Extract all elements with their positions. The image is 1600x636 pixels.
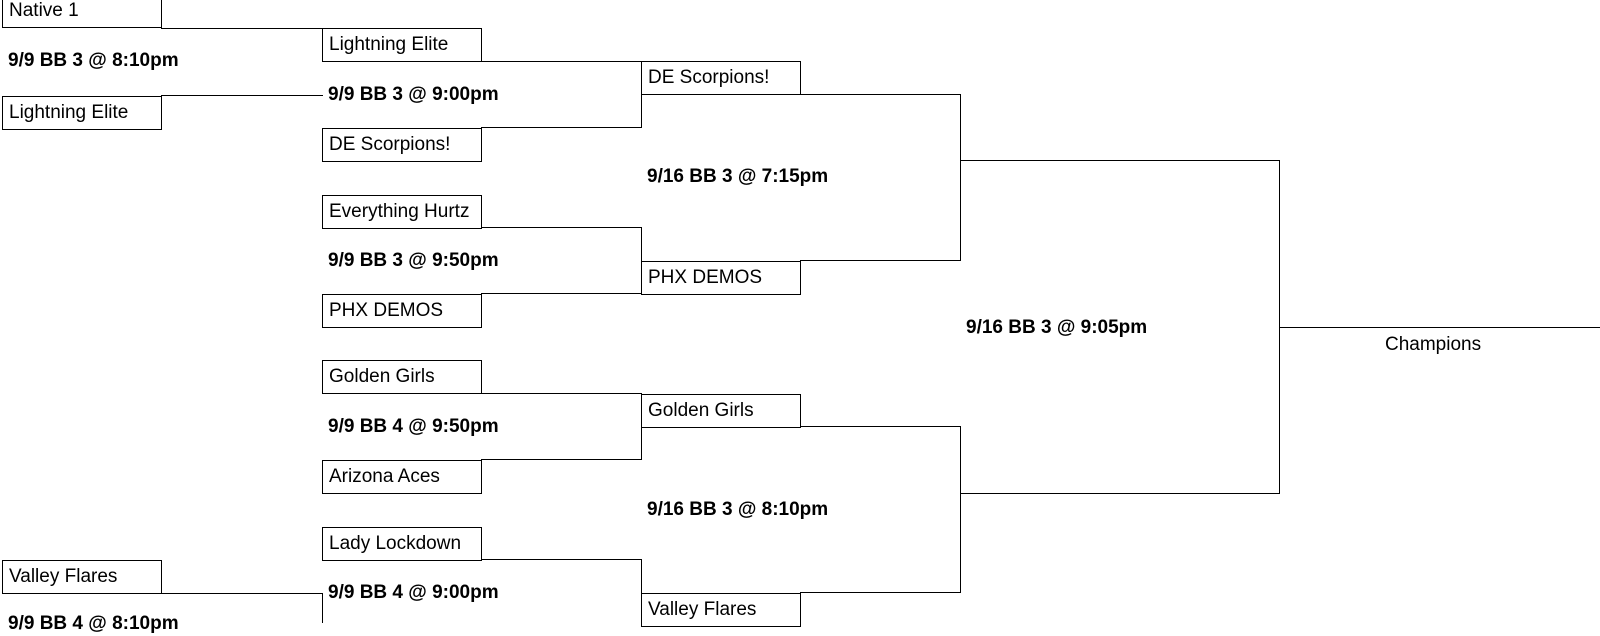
team-slot: PHX DEMOS [322, 294, 482, 328]
bracket-connector [481, 127, 642, 128]
bracket-connector [161, 0, 162, 29]
bracket-connector [481, 227, 642, 228]
team-slot: DE Scorpions! [641, 61, 801, 95]
bracket-connector [800, 426, 961, 427]
team-slot: Golden Girls [641, 394, 801, 428]
game-label: 9/9 BB 3 @ 8:10pm [8, 50, 179, 71]
team-slot: Lightning Elite [2, 96, 162, 130]
team-slot: Arizona Aces [322, 460, 482, 494]
game-label: 9/9 BB 3 @ 9:00pm [328, 84, 499, 105]
bracket-connector [960, 160, 1280, 161]
champion-line [1279, 327, 1600, 328]
team-slot: Lightning Elite [322, 28, 482, 62]
bracket-connector [161, 28, 323, 29]
team-slot: Valley Flares [2, 560, 162, 594]
bracket-connector [641, 227, 642, 294]
bracket-connector [960, 426, 961, 593]
team-slot: PHX DEMOS [641, 261, 801, 295]
champion-label: Champions [1385, 334, 1482, 355]
game-label: 9/16 BB 3 @ 8:10pm [647, 499, 829, 520]
bracket-connector [481, 293, 642, 294]
bracket-connector [481, 393, 642, 394]
team-slot: Everything Hurtz [322, 195, 482, 229]
bracket-connector [641, 559, 642, 623]
bracket-connector [481, 559, 642, 560]
team-slot: Valley Flares [641, 593, 801, 627]
team-slot: Lady Lockdown [322, 527, 482, 561]
bracket-connector [960, 94, 961, 261]
bracket-connector [800, 592, 961, 593]
bracket-connector [481, 459, 642, 460]
team-slot: Golden Girls [322, 360, 482, 394]
bracket-connector [161, 95, 323, 96]
team-slot: DE Scorpions! [322, 128, 482, 162]
bracket-connector [800, 260, 961, 261]
bracket-connector [161, 593, 323, 594]
bracket-connector [800, 94, 961, 95]
team-slot: Native 1 [2, 0, 162, 28]
final-game-label: 9/16 BB 3 @ 9:05pm [966, 317, 1148, 338]
bracket-connector [481, 61, 642, 62]
game-label: 9/16 BB 3 @ 7:15pm [647, 166, 829, 187]
game-label: 9/9 BB 4 @ 9:00pm [328, 582, 499, 603]
bracket-connector [322, 593, 323, 623]
game-label: 9/9 BB 3 @ 9:50pm [328, 250, 499, 271]
game-label: 9/9 BB 4 @ 8:10pm [8, 613, 179, 634]
bracket-connector [960, 493, 1280, 494]
game-label: 9/9 BB 4 @ 9:50pm [328, 416, 499, 437]
